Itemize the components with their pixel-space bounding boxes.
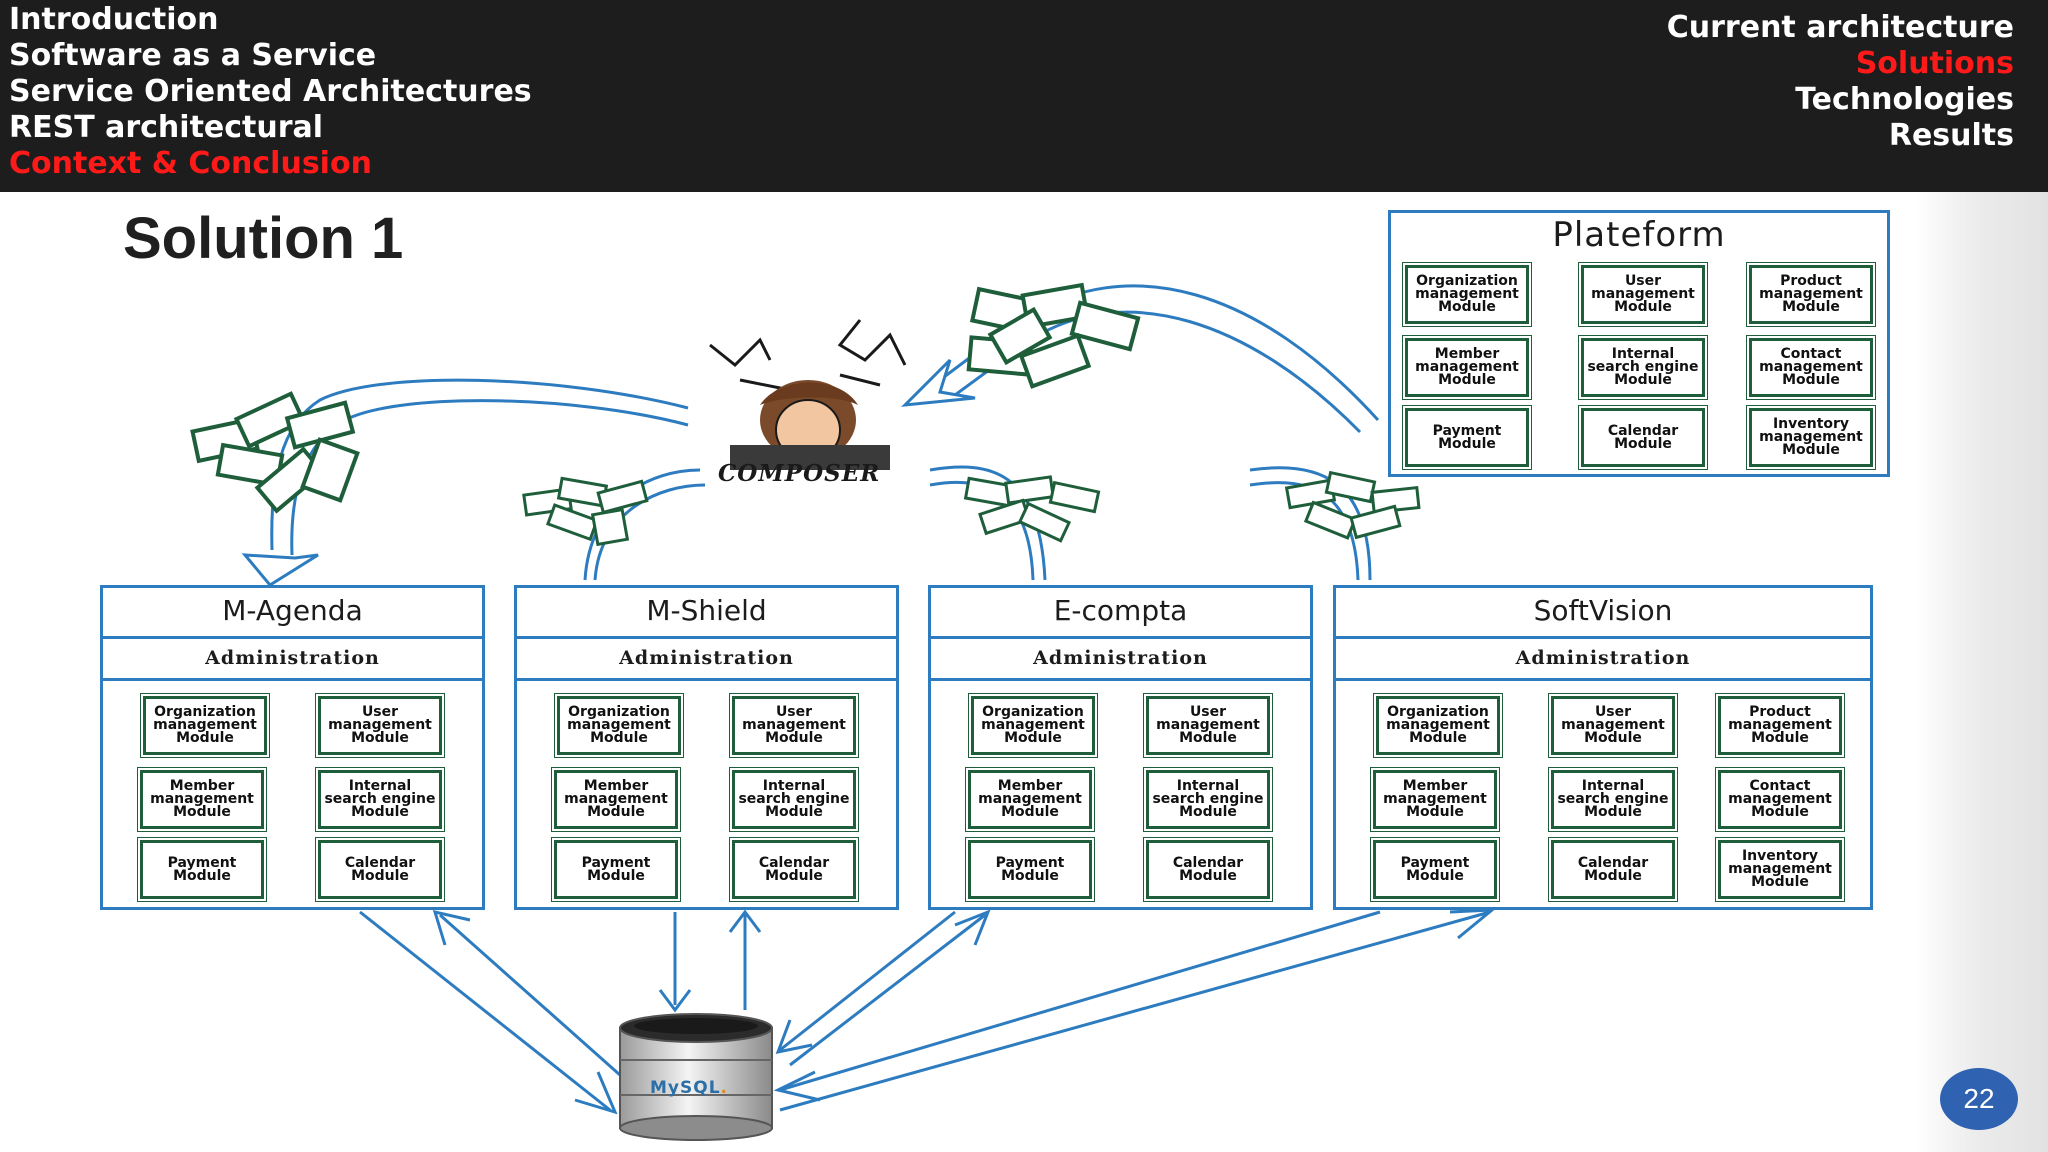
administration-label: Administration [931, 639, 1310, 681]
composer-label: COMPOSER [718, 460, 881, 487]
arrow-softvision-to-db [779, 910, 1381, 1092]
arrow-m-agenda-to-db [359, 910, 611, 1112]
app-module[interactable]: Organization management Module [968, 693, 1098, 758]
app-module[interactable]: User management Module [315, 693, 445, 758]
app-module[interactable]: Calendar Module [1143, 837, 1273, 902]
database-icon [619, 1013, 773, 1141]
app-title: M-Shield [517, 588, 896, 639]
app-module[interactable]: Organization management Module [140, 693, 270, 758]
app-module[interactable]: Internal search engine Module [1143, 767, 1273, 832]
arrow-db-to-m-agenda [439, 913, 621, 1077]
app-title: SoftVision [1336, 588, 1870, 639]
arrow-composer-to-m-shield-inner [593, 483, 706, 581]
platform-module[interactable]: Product management Module [1746, 262, 1876, 327]
app-module[interactable]: Payment Module [1370, 837, 1500, 902]
nav-context-conclusion[interactable]: Context & Conclusion [9, 146, 372, 181]
app-module[interactable]: Payment Module [551, 837, 681, 902]
arrow-head-db-softvision [1449, 908, 1497, 940]
app-module[interactable]: Calendar Module [1548, 837, 1678, 902]
app-module[interactable]: Calendar Module [729, 837, 859, 902]
arrow-db-to-softvision [779, 910, 1491, 1112]
module-cards-cluster-top [966, 282, 1141, 389]
administration-label: Administration [103, 639, 482, 681]
app-box-m-shield: M-Shield Administration Organization man… [514, 585, 899, 910]
arrow-head-composer [900, 358, 976, 407]
app-module[interactable]: Product management Module [1715, 693, 1845, 758]
app-module[interactable]: User management Module [1548, 693, 1678, 758]
app-box-m-agenda: M-Agenda Administration Organization man… [100, 585, 485, 910]
arrow-platform-to-composer-inner [954, 310, 1362, 434]
app-module[interactable]: Inventory management Module [1715, 837, 1845, 902]
platform-module[interactable]: Member management Module [1402, 335, 1532, 400]
app-module[interactable]: Calendar Module [315, 837, 445, 902]
arrow-head-e-compta-db [775, 1019, 813, 1055]
subsection-nav: Current architecture Solutions Technolog… [1667, 10, 2014, 154]
platform-module[interactable]: Internal search engine Module [1578, 335, 1708, 400]
top-navigation-bar: Introduction Software as a Service Servi… [0, 0, 2048, 192]
app-module[interactable]: Organization management Module [554, 693, 684, 758]
platform-box: Plateform Organization management Module… [1388, 210, 1890, 477]
app-module[interactable]: Member management Module [551, 767, 681, 832]
arrow-db-to-e-compta [789, 913, 986, 1067]
module-cards-cluster-e-compta [963, 475, 1101, 543]
app-box-softvision: SoftVision Administration Organization m… [1333, 585, 1873, 910]
platform-module[interactable]: Payment Module [1402, 405, 1532, 470]
arrow-head-db-m-shield [728, 909, 762, 933]
app-module[interactable]: Member management Module [1370, 767, 1500, 832]
arrow-e-compta-to-db [779, 910, 956, 1052]
administration-label: Administration [1336, 639, 1870, 681]
app-module[interactable]: Payment Module [137, 837, 267, 902]
arrow-head-m-shield-db [658, 989, 692, 1013]
arrow-head-softvision-db [773, 1070, 821, 1102]
nav-technologies[interactable]: Technologies [1795, 82, 2014, 117]
app-title: E-compta [931, 588, 1310, 639]
nav-rest-architectural[interactable]: REST architectural [9, 110, 324, 145]
app-module[interactable]: Contact management Module [1715, 767, 1845, 832]
module-cards-cluster-softvision [1284, 470, 1421, 540]
nav-service-oriented-architectures[interactable]: Service Oriented Architectures [9, 74, 532, 109]
app-module[interactable]: Internal search engine Module [315, 767, 445, 832]
administration-label: Administration [517, 639, 896, 681]
app-module[interactable]: Payment Module [965, 837, 1095, 902]
slide-title: Solution 1 [123, 206, 404, 271]
module-cards-cluster-m-shield [522, 476, 649, 547]
arrow-head-db-e-compta [954, 909, 991, 946]
arrow-composer-to-e-compta [929, 465, 1047, 581]
app-box-e-compta: E-compta Administration Organization man… [928, 585, 1313, 910]
platform-module[interactable]: Organization management Module [1402, 262, 1532, 327]
section-nav: Introduction Software as a Service Servi… [9, 2, 532, 182]
nav-solutions[interactable]: Solutions [1855, 46, 2014, 81]
app-module[interactable]: Member management Module [965, 767, 1095, 832]
app-module[interactable]: User management Module [1143, 693, 1273, 758]
app-module[interactable]: Member management Module [137, 767, 267, 832]
platform-module[interactable]: Inventory management Module [1746, 405, 1876, 470]
nav-current-architecture[interactable]: Current architecture [1666, 10, 2014, 45]
app-module[interactable]: User management Module [729, 693, 859, 758]
decorative-edge [1915, 192, 2048, 1152]
arrow-head-db-m-agenda [432, 909, 471, 946]
nav-introduction[interactable]: Introduction [9, 2, 219, 37]
composer-icon [709, 319, 907, 470]
module-cards-cluster-left [190, 391, 360, 514]
nav-software-as-a-service[interactable]: Software as a Service [9, 38, 377, 73]
nav-results[interactable]: Results [1888, 118, 2014, 153]
platform-title: Plateform [1552, 215, 1726, 255]
arrow-head-m-agenda [241, 553, 319, 587]
platform-module[interactable]: User management Module [1578, 262, 1708, 327]
app-module[interactable]: Internal search engine Module [729, 767, 859, 832]
platform-module[interactable]: Calendar Module [1578, 405, 1708, 470]
app-module[interactable]: Organization management Module [1373, 693, 1503, 758]
platform-module[interactable]: Contact management Module [1746, 335, 1876, 400]
app-module[interactable]: Internal search engine Module [1548, 767, 1678, 832]
arrow-head-m-agenda-db [574, 1071, 618, 1115]
page-number-badge: 22 [1940, 1068, 2018, 1130]
app-title: M-Agenda [103, 588, 482, 639]
mysql-label: MySQL. [650, 1078, 728, 1098]
